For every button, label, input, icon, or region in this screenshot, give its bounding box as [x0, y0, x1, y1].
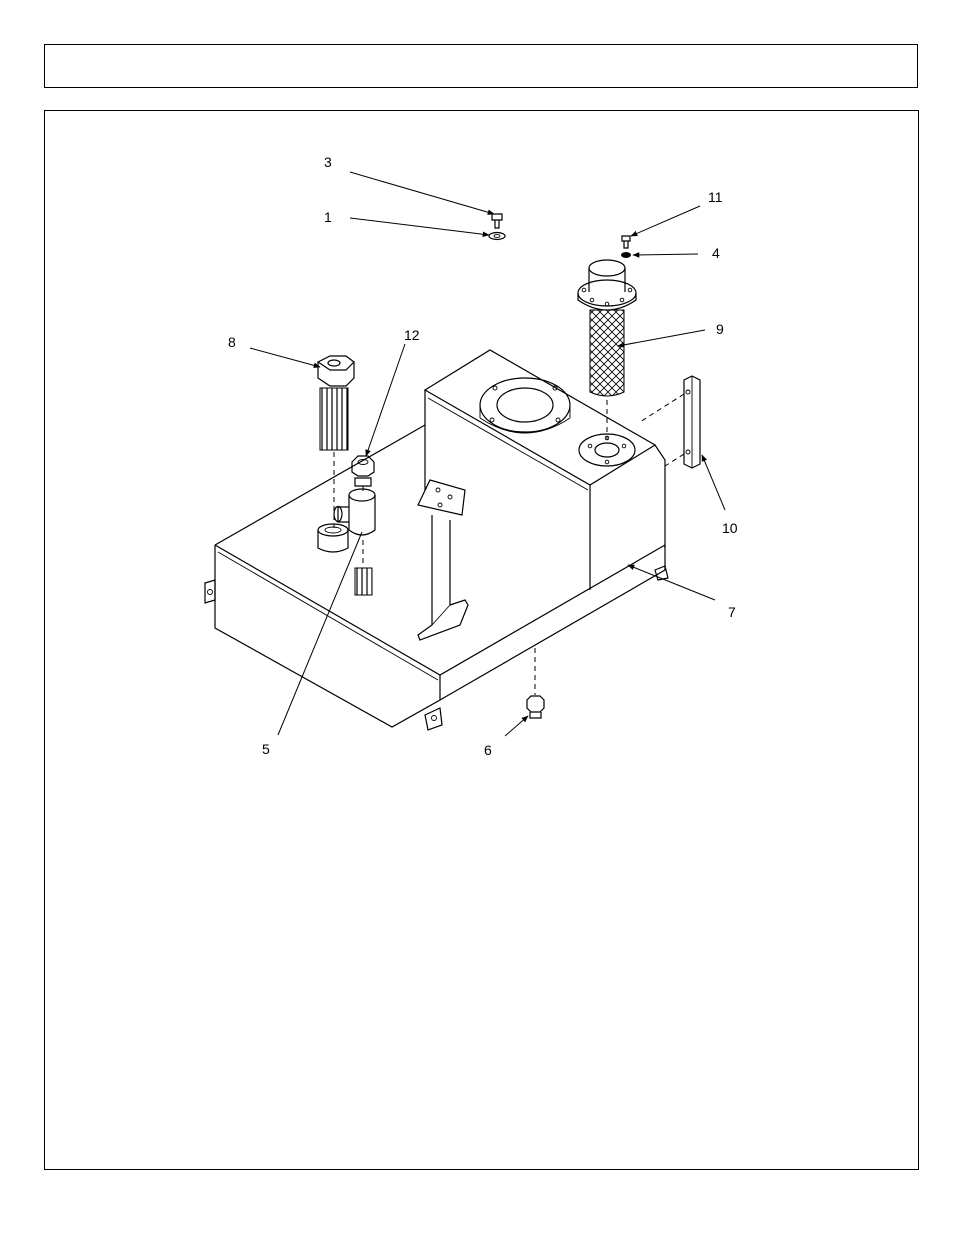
callout-9: 9: [716, 321, 724, 337]
callout-6: 6: [484, 742, 492, 758]
screw-lockwasher: [621, 236, 631, 258]
tee-fitting-assembly: [318, 456, 375, 595]
callout-8: 8: [228, 334, 236, 350]
callout-10: 10: [722, 520, 738, 536]
sight-gauge: [640, 376, 700, 468]
leader-lines: [250, 172, 725, 736]
callout-5: 5: [262, 741, 270, 757]
drain-plug: [527, 648, 544, 718]
callout-11: 11: [708, 189, 723, 205]
return-filter: [578, 260, 636, 440]
callout-7: 7: [728, 604, 736, 620]
callout-labels: 3 1 11 4 9 8 12 10 7 5 6: [228, 154, 738, 758]
bolt-washer: [489, 214, 505, 240]
mounting-bracket: [418, 480, 468, 640]
callout-1: 1: [324, 209, 332, 225]
hydraulic-tank: [205, 350, 668, 730]
callout-3: 3: [324, 154, 332, 170]
callout-12: 12: [404, 327, 420, 343]
callout-4: 4: [712, 245, 720, 261]
